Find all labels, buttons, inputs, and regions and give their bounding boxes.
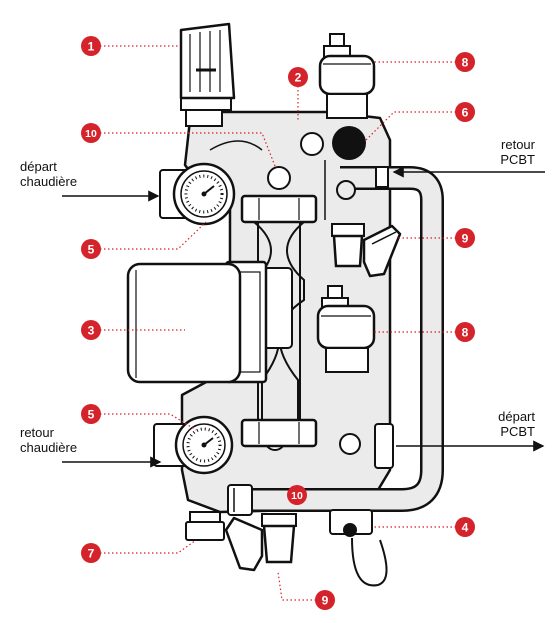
bypass-pipe-inner [230, 168, 442, 510]
label-retour-pcbt: retour PCBT [500, 137, 535, 167]
callout-8a-text: 8 [462, 56, 469, 70]
leader-7 [100, 539, 197, 554]
callout-badge-8-top: 8 [455, 52, 475, 72]
callout-4-text: 4 [462, 521, 469, 535]
air-vent-top [318, 33, 376, 119]
callout-10a-text: 10 [85, 128, 97, 140]
callout-badge-8-mid: 8 [455, 322, 475, 342]
label-depart-chaudiere: départ chaudière [20, 159, 77, 189]
callout-10b-text: 10 [291, 490, 303, 502]
label-depart-chaudiere-line2: chaudière [20, 174, 78, 189]
callout-badge-3: 3 [81, 320, 101, 340]
drain-valve-upper [331, 223, 402, 278]
bypass-pipe-end-top [336, 180, 356, 200]
drain-valve-lower [224, 513, 297, 572]
callout-badge-2: 2 [288, 67, 308, 87]
callout-8b-text: 8 [462, 326, 469, 340]
callout-9b-text: 9 [322, 594, 329, 608]
pressure-gauge-upper [159, 162, 236, 226]
port-upper-left [267, 166, 291, 190]
callout-badge-7: 7 [81, 543, 101, 563]
label-retour-chaudiere: retour chaudière [20, 425, 77, 455]
callout-9a-text: 9 [462, 232, 469, 246]
bottom-right-valve [329, 509, 388, 587]
label-retour-pcbt-line2: PCBT [500, 152, 535, 167]
callout-5a-text: 5 [88, 243, 95, 257]
pressure-gauge-lower [153, 415, 234, 475]
thermostatic-valve-head [179, 22, 236, 127]
label-retour-pcbt-line1: retour [501, 137, 535, 152]
leader-5a [100, 221, 207, 250]
callout-badge-9-upper: 9 [455, 228, 475, 248]
circulator-pump-motor [126, 260, 293, 384]
label-depart-pcbt-line2: PCBT [500, 424, 535, 439]
callout-3-text: 3 [88, 324, 95, 338]
label-retour-chaudiere-line1: retour [20, 425, 54, 440]
bypass-lower-fitting [227, 484, 253, 516]
callout-badge-6: 6 [455, 102, 475, 122]
callout-badge-1: 1 [81, 36, 101, 56]
callout-badge-5-upper: 5 [81, 239, 101, 259]
callout-6-text: 6 [462, 106, 469, 120]
callout-badge-10-lower: 10 [287, 485, 307, 505]
bottom-left-nut [185, 511, 225, 541]
callout-badge-9-lower: 9 [315, 590, 335, 610]
label-depart-pcbt-line1: départ [498, 409, 535, 424]
air-vent-mid [316, 285, 376, 373]
callout-1-text: 1 [88, 40, 95, 54]
pcbt-flow-fitting [374, 423, 394, 469]
body-contour-a [209, 140, 263, 151]
port-lower-mid [339, 433, 361, 455]
callout-7-text: 7 [88, 547, 95, 561]
pcbt-return-fitting [375, 166, 389, 188]
callout-2-text: 2 [295, 71, 302, 85]
callout-5b-text: 5 [88, 408, 95, 422]
label-depart-chaudiere-line1: départ [20, 159, 57, 174]
leader-6 [365, 111, 456, 141]
leader-9b [277, 571, 316, 601]
callout-badge-10-upper: 10 [81, 123, 101, 143]
label-depart-pcbt: départ PCBT [498, 409, 535, 439]
port-upper-right [300, 132, 324, 156]
black-plug [332, 126, 366, 160]
callout-badge-4: 4 [455, 517, 475, 537]
label-retour-chaudiere-line2: chaudière [20, 440, 78, 455]
callout-badge-5-lower: 5 [81, 404, 101, 424]
